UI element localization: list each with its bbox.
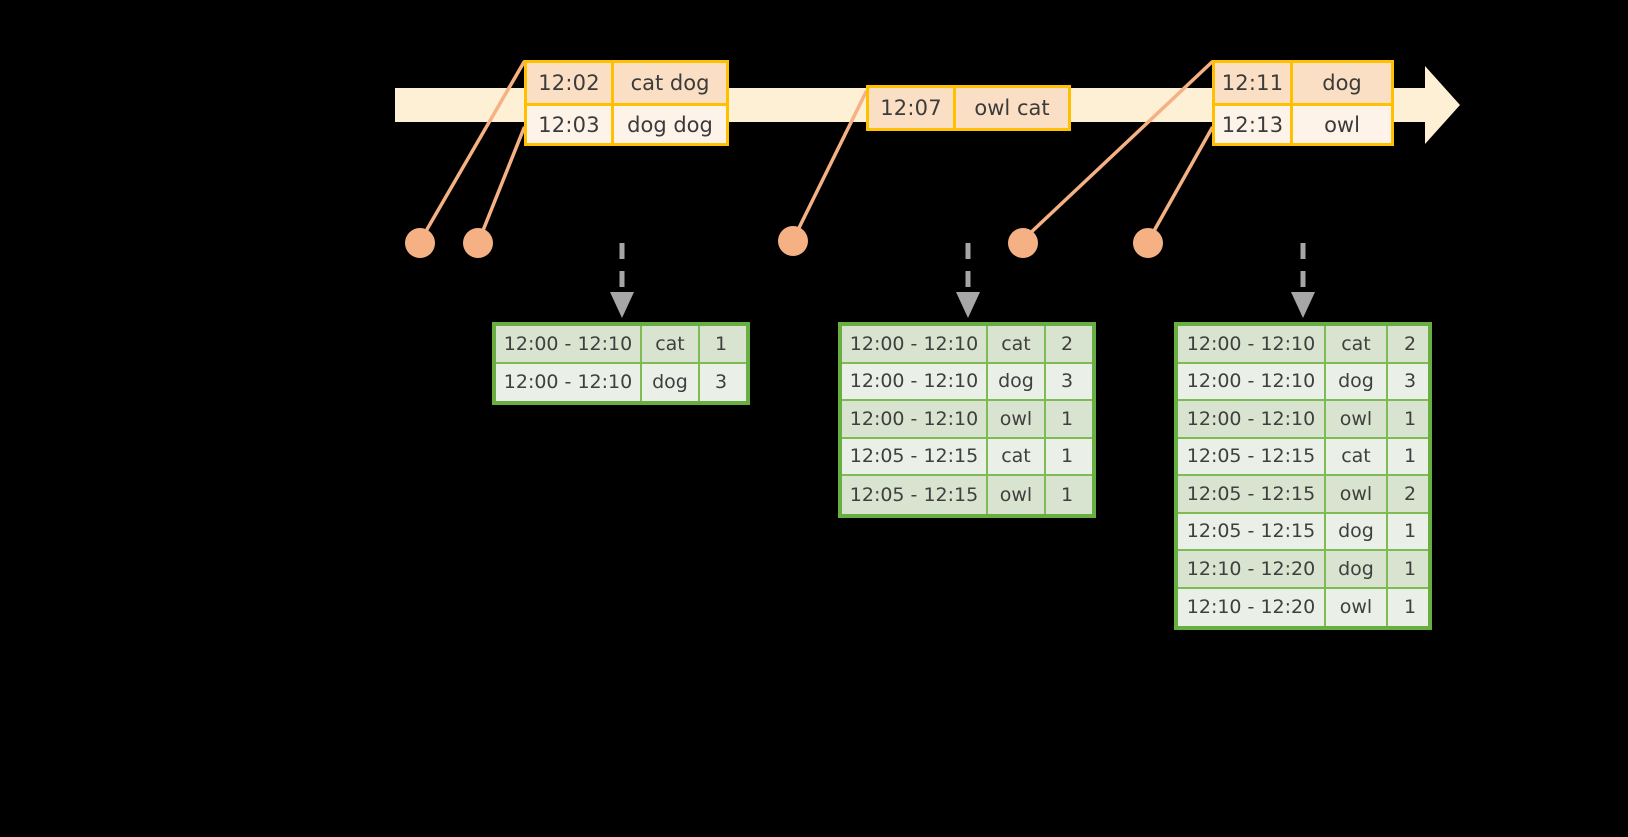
cell-window: 12:00 - 12:10 <box>1178 326 1326 362</box>
down-arrow-table-2 <box>956 243 980 318</box>
cell-window: 12:00 - 12:10 <box>496 363 642 401</box>
cell-key: cat <box>1326 438 1388 474</box>
connector-12-07 <box>793 90 868 238</box>
cell-window: 12:00 - 12:10 <box>842 401 988 437</box>
cell-key: owl <box>988 401 1046 437</box>
connector-12-13 <box>1148 126 1214 240</box>
cell-count: 1 <box>1403 445 1417 468</box>
cell-count: 1 <box>1060 445 1074 468</box>
event-box-2[interactable]: 12:07 owl cat <box>866 85 1071 131</box>
connector-12-02 <box>420 60 526 240</box>
marker-dot-12-11 <box>1008 228 1038 258</box>
cell-key: cat <box>642 326 700 362</box>
cell-window: 12:05 - 12:15 <box>842 476 988 514</box>
cell-count: 2 <box>1060 332 1074 355</box>
connector-12-03 <box>478 126 526 240</box>
cell-count: 1 <box>1403 596 1417 619</box>
cell-window: 12:00 - 12:10 <box>842 326 988 362</box>
cell-key: dog <box>1326 551 1388 587</box>
event-payload: dog dog <box>627 112 713 137</box>
cell-key: dog <box>988 363 1046 399</box>
cell-count: 1 <box>1403 557 1417 580</box>
event-row[interactable]: 12:02 cat dog <box>527 63 726 103</box>
cell-count: 2 <box>1403 482 1417 505</box>
cell-count: 1 <box>1060 483 1074 506</box>
cell-key: owl <box>1326 476 1388 512</box>
event-box-1[interactable]: 12:02 cat dog 12:03 dog dog <box>524 60 729 146</box>
cell-count: 3 <box>1403 370 1417 393</box>
event-markers <box>405 226 1163 258</box>
event-payload: owl cat <box>974 96 1050 120</box>
cell-count: 2 <box>1403 332 1417 355</box>
cell-count: 3 <box>714 371 728 394</box>
cell-key: cat <box>1326 326 1388 362</box>
cell-key: dog <box>642 363 700 401</box>
cell-key: dog <box>1326 363 1388 399</box>
cell-window: 12:10 - 12:20 <box>1178 588 1326 626</box>
cell-window: 12:05 - 12:15 <box>842 438 988 474</box>
cell-key: owl <box>988 476 1046 514</box>
marker-dot-12-07 <box>778 226 808 256</box>
event-row[interactable]: 12:13 owl <box>1215 103 1391 143</box>
event-payload: owl <box>1324 112 1360 137</box>
table-down-arrows <box>610 243 1315 318</box>
event-time: 12:03 <box>527 106 614 143</box>
down-arrow-table-1 <box>610 243 634 318</box>
event-payload: cat dog <box>630 71 710 95</box>
cell-key: owl <box>1326 588 1388 626</box>
cell-count: 1 <box>1403 520 1417 543</box>
cell-count: 1 <box>714 332 728 355</box>
event-row[interactable]: 12:11 dog <box>1215 63 1391 103</box>
marker-dot-12-13 <box>1133 228 1163 258</box>
marker-dot-12-03 <box>463 228 493 258</box>
cell-key: cat <box>988 438 1046 474</box>
cell-window: 12:00 - 12:10 <box>1178 401 1326 437</box>
cell-window: 12:10 - 12:20 <box>1178 551 1326 587</box>
event-time: 12:13 <box>1215 106 1293 143</box>
cell-window: 12:00 - 12:10 <box>1178 363 1326 399</box>
cell-count: 1 <box>1403 407 1417 430</box>
cell-count: 1 <box>1060 407 1074 430</box>
event-row[interactable]: 12:03 dog dog <box>527 103 726 143</box>
cell-key: cat <box>988 326 1046 362</box>
cell-count: 3 <box>1060 370 1074 393</box>
event-box-3[interactable]: 12:11 dog 12:13 owl <box>1212 60 1394 146</box>
cell-window: 12:00 - 12:10 <box>496 326 642 362</box>
event-time: 12:11 <box>1215 63 1293 103</box>
cell-key: owl <box>1326 401 1388 437</box>
down-arrow-table-3 <box>1291 243 1315 318</box>
cell-key: dog <box>1326 513 1388 549</box>
cell-window: 12:05 - 12:15 <box>1178 476 1326 512</box>
cell-window: 12:05 - 12:15 <box>1178 438 1326 474</box>
cell-window: 12:00 - 12:10 <box>842 363 988 399</box>
event-time: 12:02 <box>527 63 614 103</box>
event-payload: dog <box>1322 71 1362 95</box>
event-row[interactable]: 12:07 owl cat <box>869 88 1068 128</box>
cell-window: 12:05 - 12:15 <box>1178 513 1326 549</box>
marker-dot-12-02 <box>405 228 435 258</box>
event-time: 12:07 <box>869 88 956 128</box>
